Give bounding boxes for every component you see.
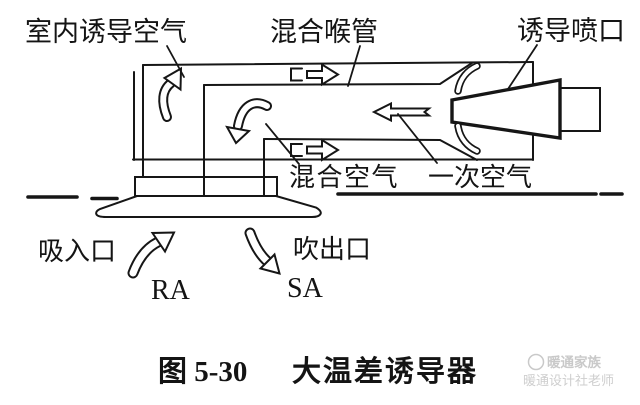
entrainment-arrow-bottom-fill — [456, 124, 479, 153]
induction-unit-linework — [26, 44, 624, 279]
mixed-air-arrowhead — [225, 125, 252, 145]
indoor-induced-air-leader — [166, 45, 185, 78]
label-indoor-induced-air: 室内诱导空气 — [25, 17, 187, 47]
flow-bracket-lower — [290, 143, 303, 157]
induction-nozzle-leader — [507, 44, 538, 90]
right-arrow-lower-icon — [306, 138, 340, 162]
label-supply-air-code: SA — [287, 273, 324, 304]
return-air-arrowhead — [150, 231, 176, 254]
mixed-air-arrow-fill — [235, 100, 270, 129]
label-suction-inlet: 吸入口 — [38, 237, 116, 266]
entrainment-arrow-top — [454, 62, 481, 95]
watermark-logo-icon — [527, 353, 545, 371]
induced-air-arrowhead — [162, 66, 183, 92]
unit-casing — [132, 61, 534, 178]
induced-air-arrow — [158, 66, 183, 122]
label-primary-air: 一次空气 — [428, 163, 532, 192]
mixed-air-arrow — [225, 98, 272, 145]
entrainment-arrow-top-fill — [456, 64, 479, 93]
mixed-air-leader — [265, 123, 300, 165]
casing-top-edge — [142, 61, 534, 66]
label-return-air-code: RA — [151, 275, 191, 306]
ceiling-line — [26, 192, 624, 201]
diagram-labels: 室内诱导空气 混合喉管 诱导喷口 混合空气 一次空气 吸入口 RA 吹出口 SA — [25, 16, 625, 306]
mixing-throat-leader — [347, 45, 361, 87]
figure-caption-number: 图 5-30 — [158, 356, 247, 388]
watermark: 暖通家族 暖通设计社老师 — [523, 353, 614, 388]
primary-air-leader — [397, 113, 438, 164]
supply-air-arrowhead — [258, 252, 281, 275]
figure-caption: 图 5-30 大温差诱导器 — [158, 355, 478, 388]
label-mixed-air: 混合空气 — [289, 163, 399, 192]
supply-air-arrow-fill — [246, 229, 272, 266]
figure-caption-title: 大温差诱导器 — [292, 355, 478, 388]
primary-air-arrow — [371, 101, 432, 123]
flow-arrow-lower-channel — [290, 138, 340, 162]
watermark-line1: 暖通家族 — [547, 354, 601, 370]
label-blow-outlet: 吹出口 — [293, 235, 371, 264]
flow-arrow-upper-channel — [290, 62, 340, 87]
label-mixing-throat: 混合喉管 — [270, 17, 378, 47]
supply-air-arrow — [244, 227, 281, 275]
throat-top-wall — [203, 62, 473, 86]
return-air-arrow — [127, 231, 176, 279]
flow-bracket-upper — [290, 67, 303, 82]
primary-air-duct — [559, 87, 601, 132]
return-air-arrow-fill — [129, 238, 162, 277]
ceiling-diffuser-panel — [95, 195, 322, 218]
nozzle-cone — [450, 77, 562, 140]
watermark-line2: 暖通设计社老师 — [523, 373, 614, 388]
right-arrow-upper-icon — [306, 62, 340, 87]
label-induction-nozzle: 诱导喷口 — [517, 16, 625, 46]
leader-lines — [166, 44, 538, 165]
induced-air-arrow-fill — [160, 80, 174, 120]
entrainment-arrow-bottom — [454, 122, 481, 155]
